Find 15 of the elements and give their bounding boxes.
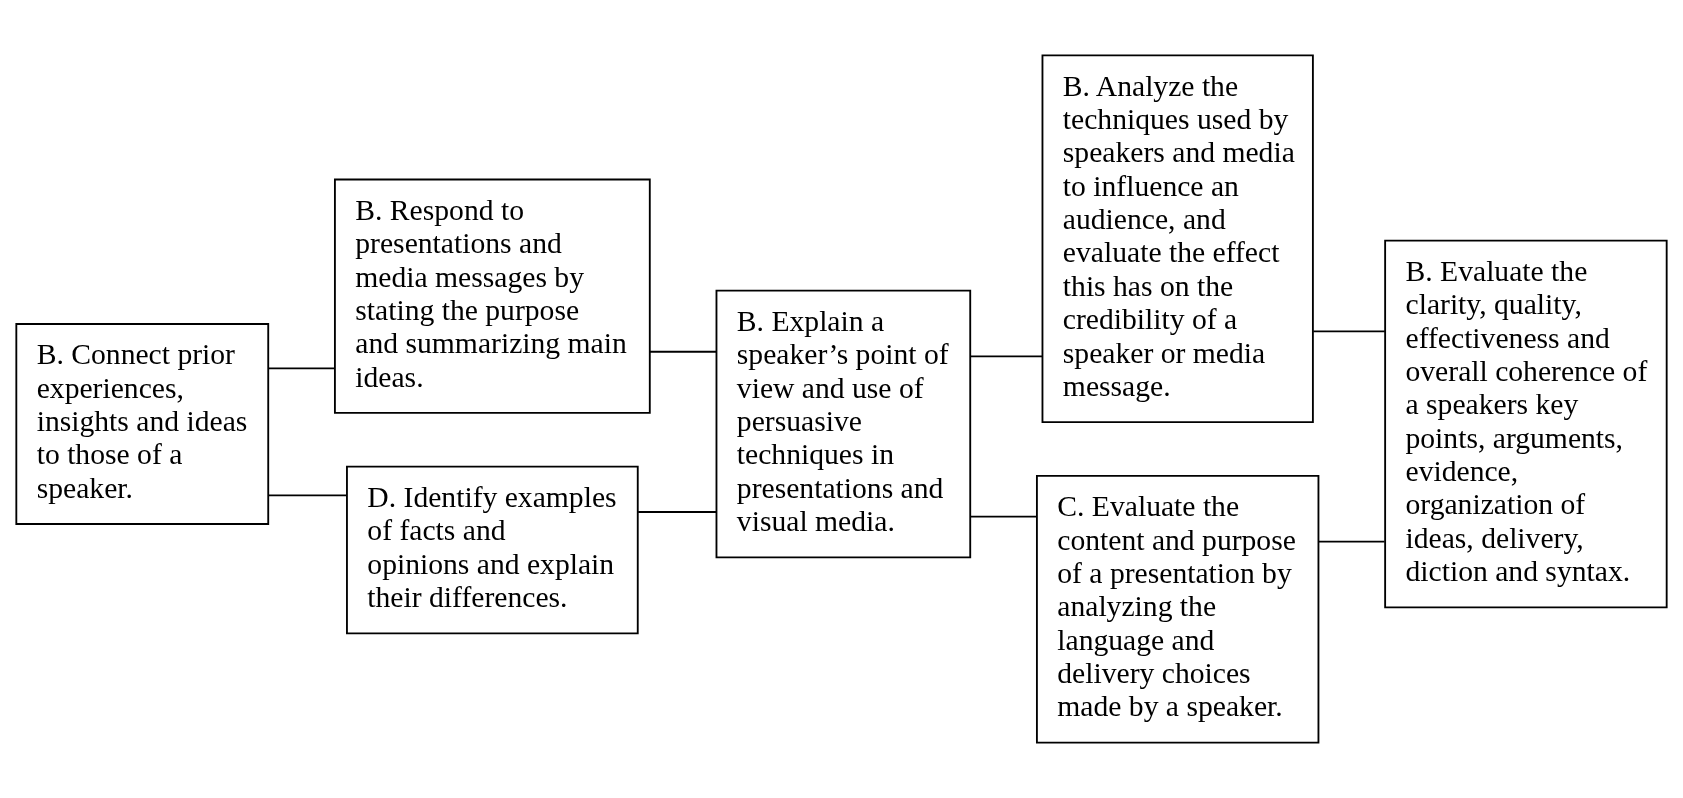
node-box: C. Evaluate the content and purpose of a presentation by analyzing the language and delivery choices made by a speaker.: [1036, 474, 1320, 744]
connector: [1312, 330, 1386, 333]
connector: [267, 367, 336, 370]
connector: [1317, 540, 1386, 543]
node-box: D. Identify examples of facts and opinions and explain their differences.: [346, 465, 639, 635]
connector: [267, 494, 348, 497]
connector: [637, 511, 718, 513]
node-box: B. Explain a speaker’s point of view and use of persuasive techniques in presentations and visual media.: [715, 289, 972, 559]
connector: [969, 515, 1038, 518]
connector: [648, 350, 718, 353]
node-box: B. Respond to presentations and media messages by stating the purpose and summarizing main ideas.: [334, 178, 651, 414]
connector: [969, 355, 1044, 358]
node-box: B. Connect prior experiences, insights and ideas to those of a speaker.: [15, 323, 270, 525]
node-box: B. Evaluate the clarity, quality, effectiveness and overall coherence of a speakers key points, arguments, evidence, organization of ideas, delivery, diction and syntax.: [1384, 239, 1668, 609]
node-box: B. Analyze the techniques used by speakers and media to influence an audience, and evaluate the effect this has on the credibility of a speaker or media message.: [1041, 54, 1314, 424]
